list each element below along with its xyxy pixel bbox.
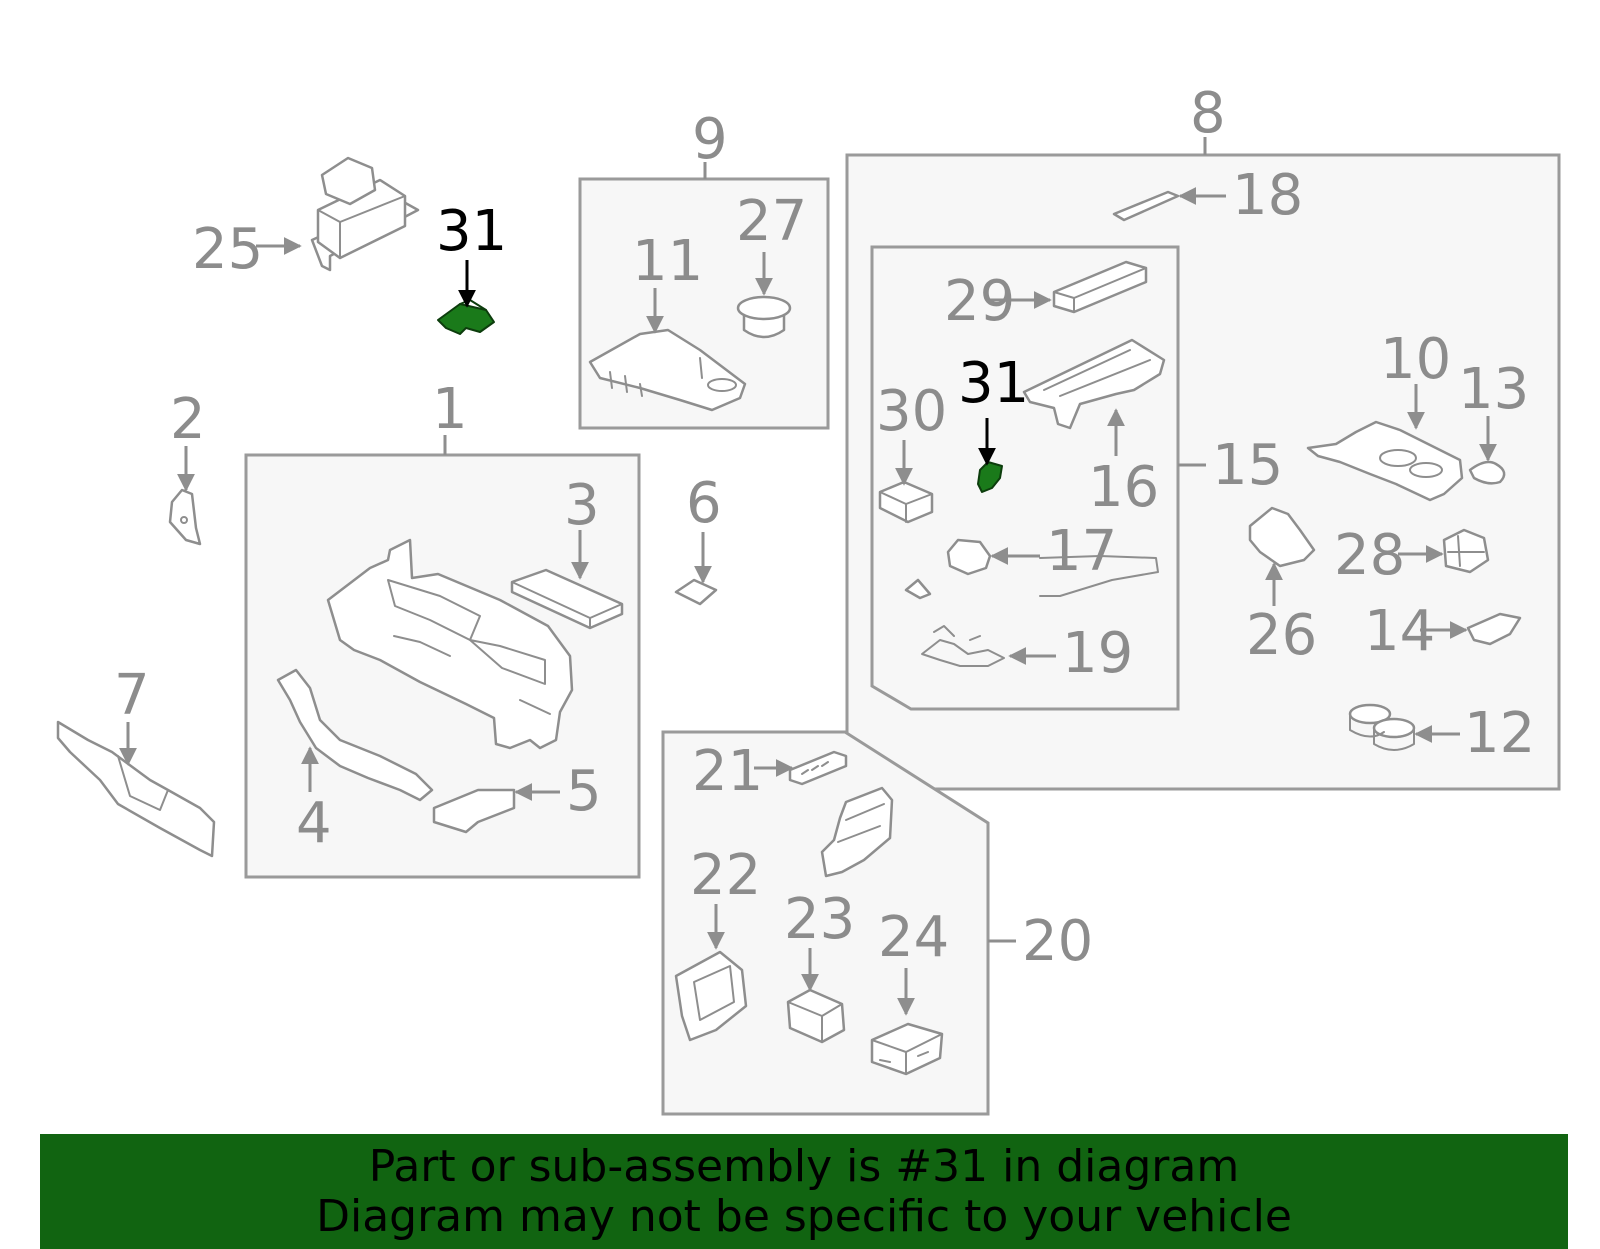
callout-5: 5 (566, 759, 602, 824)
callout-23: 23 (784, 887, 855, 952)
callout-4: 4 (296, 791, 332, 856)
callout-7: 7 (114, 663, 150, 728)
callout-3: 3 (564, 473, 600, 538)
callout-19: 19 (1062, 621, 1133, 686)
part-23-module[interactable] (786, 988, 846, 1044)
callout-16: 16 (1088, 455, 1159, 520)
part-29-panel[interactable] (1052, 260, 1148, 314)
callout-25: 25 (192, 217, 263, 282)
callout-31-highlighted: 31 (436, 199, 507, 264)
part-20-bezel[interactable] (820, 786, 894, 878)
callout-26: 26 (1246, 603, 1317, 668)
part-10-trim-plate[interactable] (1306, 420, 1464, 502)
callout-31-highlighted-2: 31 (958, 351, 1029, 416)
assembly-box-20 (661, 730, 990, 1116)
part-4-side-trim[interactable] (276, 668, 434, 802)
part-25-shifter[interactable] (310, 156, 420, 272)
part-18-strip[interactable] (1112, 190, 1180, 222)
callout-30: 30 (876, 379, 947, 444)
callout-14: 14 (1364, 599, 1435, 664)
callout-6: 6 (686, 471, 722, 536)
part-14-clip[interactable] (1466, 612, 1522, 646)
part-17-module[interactable] (904, 538, 1159, 600)
callout-20: 20 (1022, 909, 1093, 974)
callout-28: 28 (1334, 523, 1405, 588)
part-28-switch[interactable] (1442, 528, 1490, 574)
part-6-clip[interactable] (674, 578, 718, 606)
part-1-console-body[interactable] (326, 538, 574, 750)
callout-2: 2 (170, 387, 206, 452)
part-26-bracket[interactable] (1248, 506, 1316, 568)
callout-17: 17 (1046, 519, 1117, 584)
callout-11: 11 (632, 229, 703, 294)
part-21-switch[interactable] (788, 750, 848, 786)
callout-12: 12 (1464, 701, 1535, 766)
part-5-tray[interactable] (432, 788, 516, 834)
part-22-bezel[interactable] (674, 950, 748, 1042)
callout-9: 9 (692, 107, 728, 172)
callout-15: 15 (1212, 433, 1283, 498)
callout-13: 13 (1458, 357, 1529, 422)
callout-29: 29 (944, 269, 1015, 334)
part-27-plug[interactable] (736, 295, 792, 339)
callout-24: 24 (878, 905, 949, 970)
callout-10: 10 (1380, 327, 1451, 392)
part-3-lid[interactable] (510, 568, 624, 630)
part-2-bracket[interactable] (168, 488, 202, 546)
banner-line-2: Diagram may not be specific to your vehi… (316, 1191, 1292, 1242)
callout-1: 1 (432, 377, 468, 442)
banner-line-1: Part or sub-assembly is #31 in diagram (368, 1141, 1240, 1192)
part-13-mat[interactable] (1468, 460, 1506, 485)
callout-8: 8 (1190, 81, 1226, 146)
leader-arrows (119, 187, 1497, 1016)
part-16-top-panel[interactable] (1022, 338, 1166, 430)
callout-22: 22 (690, 843, 761, 908)
callout-21: 21 (692, 739, 763, 804)
part-24-port[interactable] (870, 1022, 944, 1076)
part-12-cup-holder[interactable] (1348, 703, 1416, 751)
part-19-harness[interactable] (921, 625, 1005, 667)
info-banner: Part or sub-assembly is #31 in diagram D… (40, 1134, 1568, 1249)
callout-27: 27 (736, 189, 807, 254)
part-7-side-panel[interactable] (56, 720, 216, 858)
callout-18: 18 (1232, 163, 1303, 228)
